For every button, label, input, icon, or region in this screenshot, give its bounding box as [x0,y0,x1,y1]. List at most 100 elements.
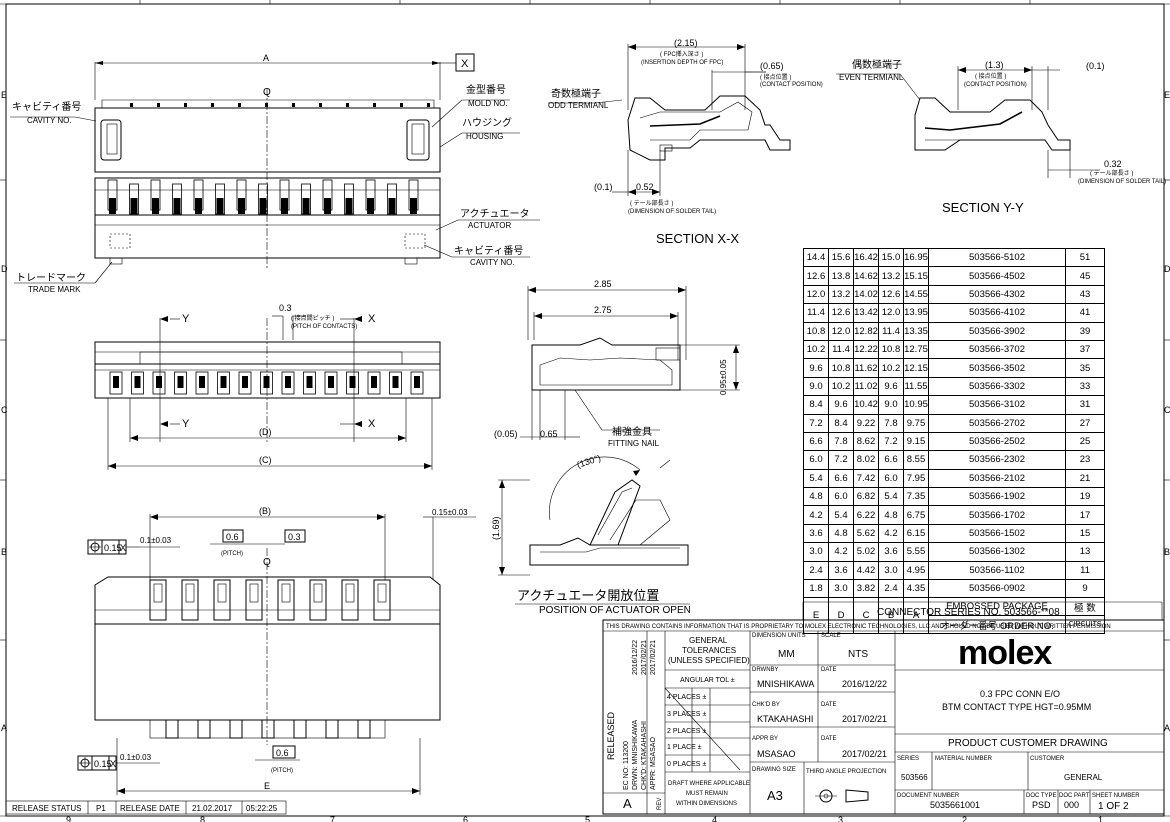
col-label-9: 9 [66,815,71,822]
dim-c-cell: 11.62 [853,358,879,378]
col-header-b: B [878,597,904,635]
even-terminal-label: EVEN TERMIANL [839,73,904,82]
footprint-pad-top [213,579,231,621]
dim-b-cell: 12.0 [878,303,904,323]
dim-d-cell: 13.2 [828,284,854,305]
dim-e-cell: 6.6 [803,431,829,452]
top-contact-tail [388,198,396,214]
front-contact [131,371,144,395]
dim-c-cell: 8.02 [853,450,879,470]
dim-c-cell: 11.02 [853,376,879,397]
top-centerline-label: Q [263,87,271,98]
footprint-centerline-label: Q [263,557,271,568]
top-rib [346,103,349,107]
front-contact [281,371,295,395]
trade-mark-label: TRADE MARK [28,285,81,294]
tolerance-line1: GENERAL [689,636,728,645]
dim-a-cell: 10.95 [903,395,929,415]
front-contact-core [134,376,141,388]
top-contact-tail [130,198,138,214]
description-line2: BTM CONTACT TYPE HGT=0.95MM [942,702,1091,712]
part-number-cell: 503566-1702 [928,505,1066,525]
ec-no-label: EC NO: 113200 [623,741,630,790]
circuits-cell: 35 [1065,358,1105,378]
front-contact [367,371,381,395]
circuits-jp-header: 極 数 [1065,597,1105,617]
front-contact-core [328,376,334,388]
dim-e-cell: 7.2 [803,413,829,433]
col-label-2: 2 [962,815,967,822]
pitch-value-label: 0.3 [279,303,292,313]
actuator-open-view [498,456,690,605]
cavity-no2-label: CAVITY NO. [470,258,515,267]
col-label-4: 4 [712,815,717,822]
dim-c-cell: 14.02 [853,284,879,305]
front-contact-core [177,376,184,388]
dim-b-cell: 10.2 [878,358,904,378]
top-rib [211,103,214,107]
dim-b-cell: 6.6 [878,450,904,470]
section-yy-title: SECTION Y-Y [942,200,1024,215]
draft-note-line2: MUST REMAIN [686,791,728,797]
part-number-cell: 503566-1302 [928,542,1066,562]
dim-e-cell: 9.0 [803,376,829,397]
dim-b-cell: 13.2 [878,266,904,286]
row-label-e-right: E [1164,90,1170,100]
gdt-x-bottom-label: X [110,759,116,769]
dim-c-cell: 9.22 [853,413,879,433]
circuits-cell: 41 [1065,303,1105,323]
footprint-pad-bottom [165,719,179,739]
col-header-e: E [803,597,829,635]
circuits-cell: 9 [1065,579,1105,599]
drwn-label: DRWN: MNISHIKAWA [632,720,639,790]
xx-insertion-label: (INSERTION DEPTH OF FPC) [641,60,723,66]
actuator-open-title: POSITION OF ACTUATOR OPEN [539,605,691,616]
dim-e-cell: 4.8 [803,487,829,507]
front-contact [389,371,402,395]
top-contact-tail [109,198,116,214]
footprint-pad-bottom [325,719,339,739]
actuator-jp-label: アクチュエータ [460,208,530,220]
places-2-label: 2 PLACES ± [667,728,706,735]
dim-c-cell: 6.22 [853,505,879,525]
part-number-cell: 503566-1502 [928,523,1066,544]
drawn-by-label: DRWNBY [752,667,779,673]
part-number-cell: 503566-3102 [928,395,1066,415]
footprint-pad-bottom [261,719,275,739]
side-dim-095-label: 0.95±0.05 [719,359,728,395]
dim-a-cell: 8.55 [903,450,929,470]
yy-contact-pos-jp-label: ( 接点位置 ) [975,72,1006,80]
pitch-bottom-label: (PITCH) [271,768,293,774]
side-dim-285-label: 2.85 [594,279,612,289]
dim-c-cell: 13.42 [853,303,879,323]
row-label-d-right: D [1164,264,1170,274]
dim-b-cell: 4.8 [878,505,904,525]
part-number-cell: 503566-3702 [928,339,1066,360]
dim-e-label: E [264,781,270,791]
dim-b-cell: 3.6 [878,542,904,562]
dim-c-cell: 7.42 [853,468,879,489]
document-number-label: DOCUMENT NUMBER [897,793,960,799]
dim-c-cell: 14.62 [853,266,879,286]
sheet-value: 1 OF 2 [1098,801,1129,812]
trade-mark-jp-label: トレードマーク [16,272,86,284]
circuits-cell: 21 [1065,468,1105,489]
top-contact-tail [324,198,331,214]
yy-dim-01-label: (0.1) [1086,61,1105,71]
dim-c-cell: 4.42 [853,560,879,581]
front-contact-core [285,376,291,388]
angular-tol-label: ANGULAR TOL ± [680,677,735,684]
dim-c-cell: 12.82 [853,321,879,341]
section-xx-view [548,44,791,196]
row-label-c: C [1,405,8,415]
chkd-label: CHK'D: KTAKAHASHI [641,721,648,790]
top-rib [292,103,295,107]
pitch-06-top-label: 0.6 [226,532,239,542]
col-label-1: 1 [1098,815,1103,822]
row-label-b: B [1,547,7,557]
yy-tail-label: (DIMENSION OF SOLDER TAIL) [1078,179,1166,185]
dim-d-cell: 6.0 [828,487,854,507]
places-0-label: 0 PLACES ± [667,761,706,768]
